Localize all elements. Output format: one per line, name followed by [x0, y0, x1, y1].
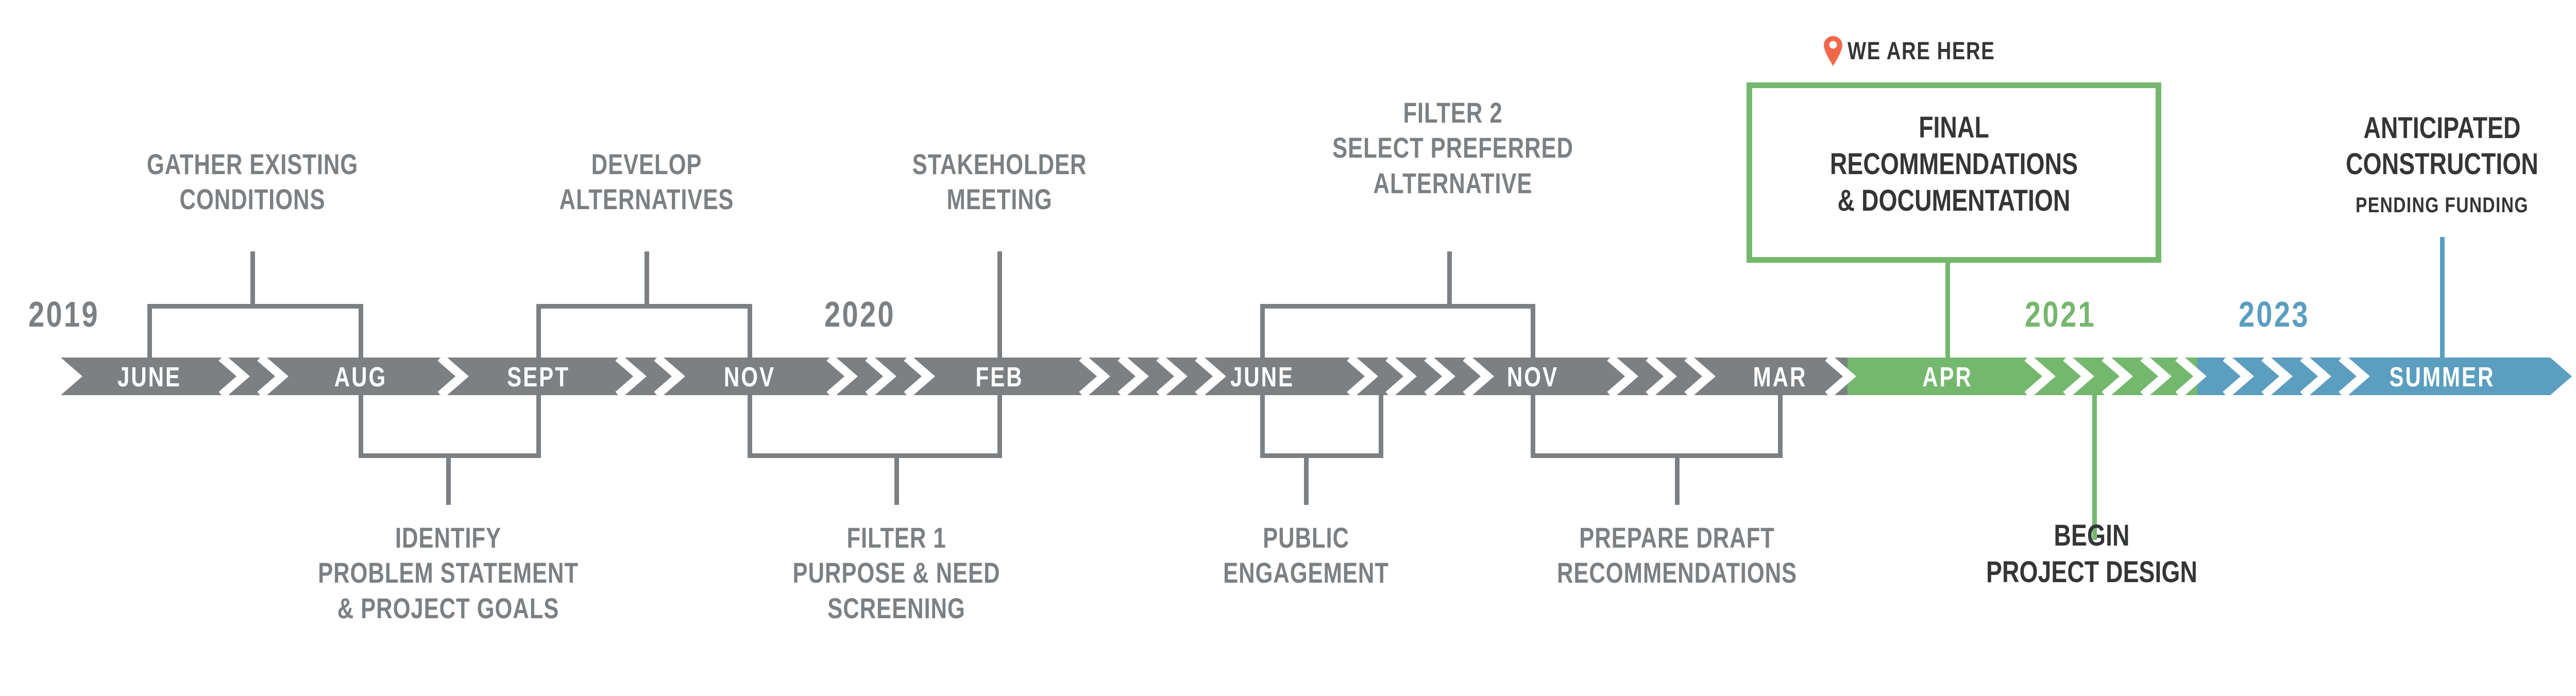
year-label-2021: 2021	[2025, 294, 2096, 334]
connector-stakeholder-meeting	[997, 251, 1002, 358]
label-begin-project-design: BEGIN PROJECT DESIGN	[1986, 519, 2197, 589]
label-filter-1: FILTER 1 PURPOSE & NEED SCREENING	[792, 521, 1001, 624]
bracket-stem-gather-left	[147, 304, 152, 358]
bracket-bar-filter2	[1260, 304, 1535, 309]
bracket-stem-filter2-left	[1260, 304, 1265, 358]
bracket-stem-gather-right	[359, 304, 363, 358]
bracket-bar-prepare	[1531, 453, 1783, 458]
bracket-bar-public	[1260, 453, 1383, 458]
year-label-2023: 2023	[2239, 294, 2310, 334]
year-label-2020: 2020	[824, 294, 896, 334]
anticipated-construction-title: ANTICIPATED CONSTRUCTION	[2346, 111, 2538, 181]
bracket-drop-filter1	[894, 453, 899, 505]
label-stakeholder-meeting: STAKEHOLDER MEETING	[912, 148, 1087, 216]
map-pin-icon	[1824, 36, 1842, 66]
bar-chevrons	[218, 355, 2370, 398]
month-label-june-2019: JUNE	[117, 362, 182, 393]
bracket-riser-filter2	[1447, 251, 1452, 306]
bracket-bar-gather	[147, 304, 363, 309]
month-label-summer: SUMMER	[2389, 362, 2495, 393]
connector-final-recommendations	[1945, 260, 1950, 361]
bracket-stem-public-right	[1379, 394, 1383, 458]
month-label-june-2020: JUNE	[1230, 362, 1295, 393]
final-recommendations-text: FINAL RECOMMENDATIONS & DOCUMENTATION	[1829, 111, 2078, 217]
bracket-drop-identify	[446, 453, 451, 505]
bracket-stem-public-left	[1260, 394, 1265, 458]
bracket-stem-identify-right	[536, 394, 541, 458]
bar-segment-blue	[2197, 358, 2572, 395]
label-gather-existing-conditions: GATHER EXISTING CONDITIONS	[146, 148, 359, 216]
month-label-aug: AUG	[334, 362, 387, 393]
bracket-bar-filter1	[748, 453, 1002, 458]
bracket-stem-filter1-left	[748, 394, 752, 458]
label-identify-problem-statement: IDENTIFY PROBLEM STATEMENT & PROJECT GOA…	[318, 521, 579, 624]
bracket-drop-public	[1304, 453, 1309, 505]
we-are-here-tag: WE ARE HERE	[1824, 36, 2032, 66]
month-label-feb: FEB	[975, 362, 1024, 393]
bracket-bar-develop	[536, 304, 752, 309]
month-label-mar: MAR	[1753, 362, 1807, 393]
bar-segment-green	[1848, 358, 2199, 395]
month-label-nov-2019: NOV	[723, 362, 776, 393]
bracket-stem-develop-right	[748, 304, 752, 358]
bracket-stem-prepare-left	[1531, 394, 1535, 458]
bracket-riser-develop	[645, 251, 649, 306]
label-public-engagement: PUBLIC ENGAGEMENT	[1223, 521, 1389, 589]
connector-begin-project-design	[2092, 394, 2097, 540]
final-recommendations-box: FINAL RECOMMENDATIONS & DOCUMENTATION	[1747, 82, 2161, 263]
bracket-stem-filter2-right	[1531, 304, 1535, 358]
label-filter-2: FILTER 2 SELECT PREFERRED ALTERNATIVE	[1332, 96, 1573, 199]
month-label-apr: APR	[1922, 362, 1973, 393]
month-label-nov-2020: NOV	[1506, 362, 1559, 393]
label-anticipated-construction: ANTICIPATED CONSTRUCTION PENDING FUNDING	[2298, 100, 2576, 228]
anticipated-construction-subtitle: PENDING FUNDING	[2355, 192, 2529, 217]
month-label-sept: SEPT	[507, 362, 570, 393]
bracket-stem-develop-left	[536, 304, 541, 358]
bracket-stem-prepare-right	[1778, 394, 1783, 458]
we-are-here-label: WE ARE HERE	[1848, 37, 1995, 65]
bracket-drop-prepare	[1675, 453, 1680, 505]
bracket-riser-gather	[250, 251, 255, 306]
label-develop-alternatives: DEVELOP ALTERNATIVES	[559, 148, 734, 216]
bracket-stem-filter1-right	[997, 394, 1002, 458]
year-label-2019: 2019	[28, 294, 100, 334]
label-prepare-draft-recommendations: PREPARE DRAFT RECOMMENDATIONS	[1556, 521, 1798, 589]
bracket-stem-identify-left	[359, 394, 363, 458]
connector-anticipated-construction	[2440, 237, 2445, 361]
